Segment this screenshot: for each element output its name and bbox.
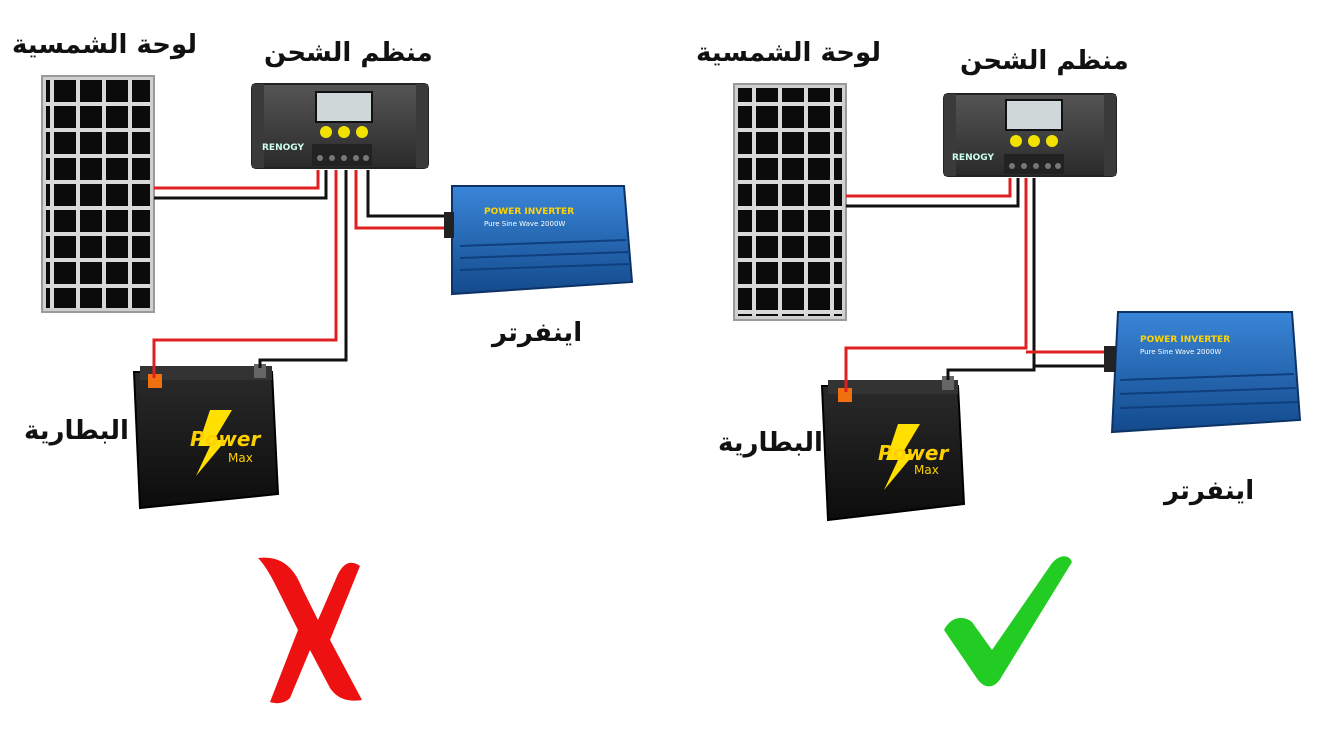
left-diagram: RENOGY POWER INVERTER Pure Sine Wave 200… <box>41 75 634 704</box>
left-wiring <box>152 170 444 378</box>
left-controller-brand: RENOGY <box>262 143 304 153</box>
right-diagram: RENOGY POWER INVERTER Pure Sine Wave 200… <box>733 83 1302 687</box>
right-battery-bolt-icon <box>884 424 920 490</box>
left-inverter-subtitle: Pure Sine Wave 2000W <box>484 220 565 228</box>
right-panel-label: لوحة الشمسية <box>696 38 882 68</box>
left-controller-label: منظم الشحن <box>264 38 433 68</box>
right-battery-brand: Power <box>878 441 949 465</box>
right-solar-panel <box>733 83 847 321</box>
left-battery-brand: Power <box>190 427 261 451</box>
left-charge-controller: RENOGY <box>251 83 429 169</box>
right-wiring <box>844 178 1104 392</box>
green-check-icon <box>944 556 1072 687</box>
right-battery: Power Max <box>820 376 966 522</box>
left-battery-sub: Max <box>228 451 253 465</box>
right-battery-sub: Max <box>914 463 939 477</box>
right-inverter-label: اينفرتر <box>1164 476 1255 506</box>
right-battery-label: البطارية <box>718 428 823 458</box>
right-inverter: POWER INVERTER Pure Sine Wave 2000W <box>1104 311 1302 434</box>
right-inverter-title: POWER INVERTER <box>1140 335 1230 345</box>
left-battery-label: البطارية <box>24 416 129 446</box>
left-inverter-label: اينفرتر <box>492 318 583 348</box>
left-solar-panel <box>41 75 155 313</box>
right-controller-brand: RENOGY <box>952 153 994 163</box>
left-battery: Power Max <box>132 364 280 510</box>
left-battery-bolt-icon <box>196 410 232 476</box>
left-inverter-title: POWER INVERTER <box>484 207 574 217</box>
left-panel-label: لوحة الشمسية <box>12 30 198 60</box>
left-inverter: POWER INVERTER Pure Sine Wave 2000W <box>444 185 634 296</box>
right-controller-label: منظم الشحن <box>960 46 1129 76</box>
right-inverter-subtitle: Pure Sine Wave 2000W <box>1140 348 1221 356</box>
right-charge-controller: RENOGY <box>943 93 1117 177</box>
red-x-icon <box>258 557 362 704</box>
